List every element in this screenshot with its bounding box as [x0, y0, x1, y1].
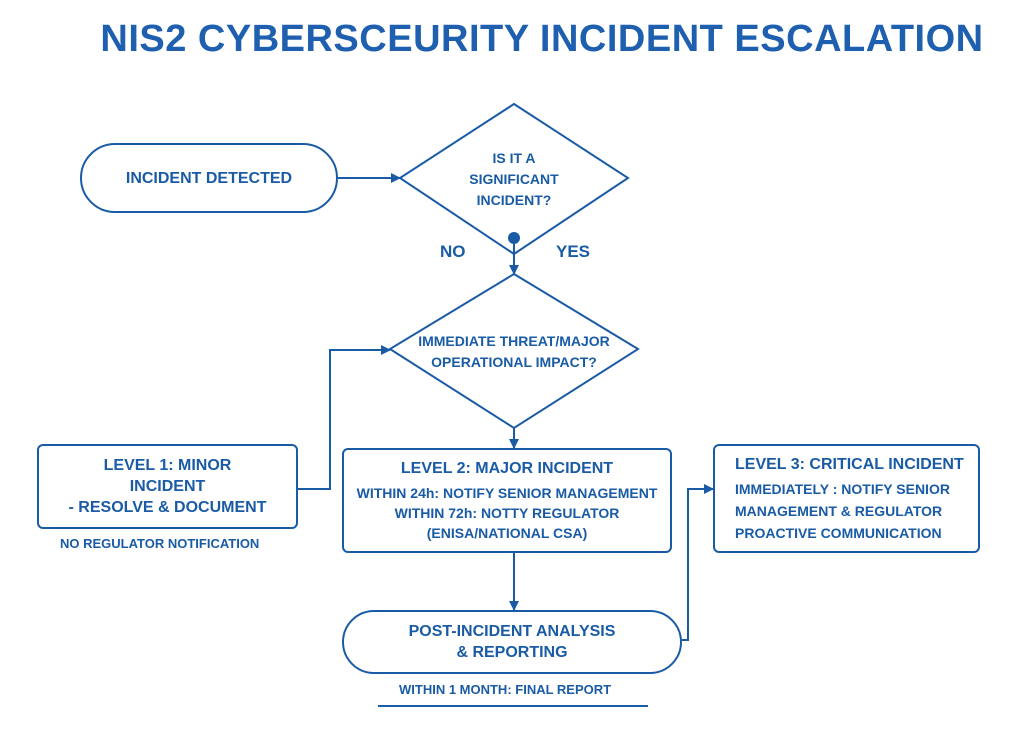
level1-line: LEVEL 1: MINOR [103, 457, 232, 474]
level1-box: LEVEL 1: MINOR INCIDENT - RESOLVE & DOCU… [37, 444, 298, 529]
arrow-post-to-level3 [682, 484, 714, 641]
branch-label-no: NO [440, 242, 466, 261]
question-line: OPERATIONAL IMPACT? [431, 354, 597, 370]
level2-heading: LEVEL 2: MAJOR INCIDENT [400, 460, 614, 477]
level2-line: (ENISA/NATIONAL CSA) [426, 525, 588, 541]
diagram-title: NIS2 CYBERSCEURITY INCIDENT ESCALATION [100, 18, 984, 60]
level3-line: MANAGEMENT & REGULATOR [735, 502, 943, 519]
threat-impact-question: IMMEDIATE THREAT/MAJOR OPERATIONAL IMPAC… [404, 331, 624, 373]
level3-line: PROACTIVE COMMUNICATION [735, 524, 942, 541]
level3-box: LEVEL 3: CRITICAL INCIDENT IMMEDIATELY :… [713, 444, 980, 553]
question-line: IS IT A [492, 150, 536, 166]
final-report-note: WITHIN 1 MONTH: FINAL REPORT [399, 682, 612, 697]
significant-incident-question: IS IT A SIGNIFICANT INCIDENT? [440, 148, 588, 211]
post-incident-node: POST-INCIDENT ANALYSIS & REPORTING [342, 610, 682, 674]
question-line: INCIDENT? [476, 192, 552, 208]
incident-detected-node: INCIDENT DETECTED [80, 143, 338, 213]
question-line: IMMEDIATE THREAT/MAJOR [418, 333, 610, 349]
arrow-level1-to-threat [298, 345, 391, 490]
level3-line: IMMEDIATELY : NOTIFY SENIOR [735, 480, 950, 497]
incident-detected-label: INCIDENT DETECTED [125, 169, 293, 187]
level3-heading: LEVEL 3: CRITICAL INCIDENT [735, 455, 964, 473]
level1-note: NO REGULATOR NOTIFICATION [60, 536, 260, 551]
level1-line: - RESOLVE & DOCUMENT [68, 499, 267, 516]
level2-line: WITHIN 24h: NOTIFY SENIOR MANAGEMENT [356, 485, 658, 501]
level2-line: WITHIN 72h: NOTTY REGULATOR [394, 505, 620, 521]
branch-label-yes: YES [556, 242, 591, 261]
post-incident-line: POST-INCIDENT ANALYSIS [408, 623, 616, 640]
question-line: SIGNIFICANT [469, 171, 559, 187]
level2-box: LEVEL 2: MAJOR INCIDENT WITHIN 24h: NOTI… [342, 448, 672, 553]
level1-line: INCIDENT [129, 478, 206, 495]
post-incident-line: & REPORTING [456, 644, 568, 661]
junction-dot [508, 232, 520, 244]
